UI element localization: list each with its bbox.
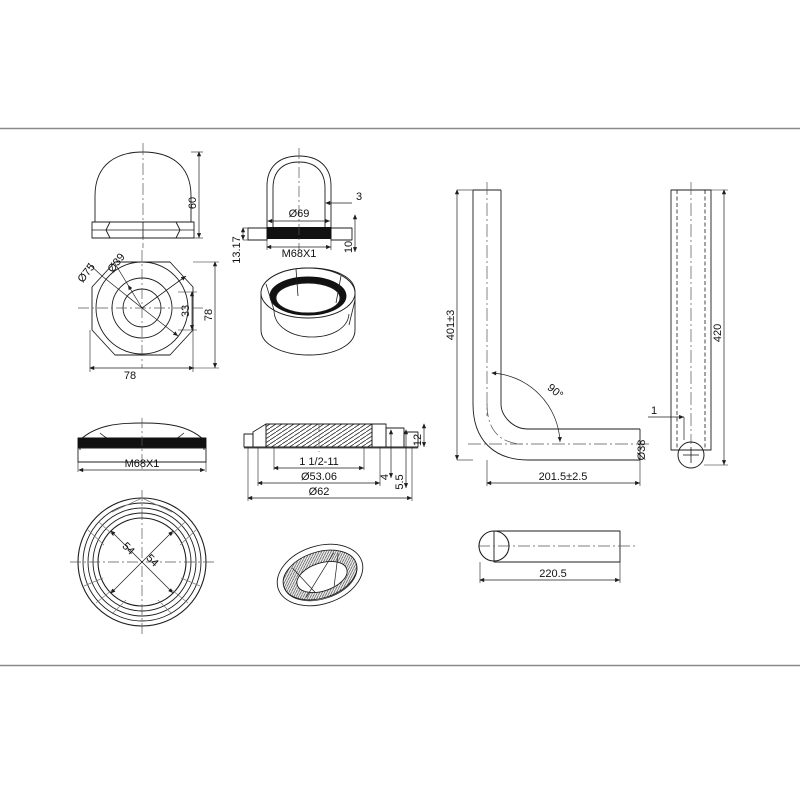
dim-label-len401: 401±3 xyxy=(445,310,457,341)
view-cap-gasket-front: M68X1 xyxy=(77,418,207,473)
view-hex-nut-iso xyxy=(260,267,356,356)
view-elbow-pipe: 90° 401±3 201.5±2.5 Ø38 xyxy=(445,182,652,486)
view-cap-section: Ø69 3 M68X1 13.17 10 xyxy=(231,148,362,264)
dim-label-d5306: Ø53.06 xyxy=(301,471,337,483)
dim-label-w3: 3 xyxy=(356,191,362,203)
dim-label-v33: 33 xyxy=(180,305,192,317)
dim-label-1317: 13.17 xyxy=(231,236,243,264)
dim-label-d62: Ø62 xyxy=(309,486,330,498)
dim-label-len2015: 201.5±2.5 xyxy=(539,471,588,483)
dim-label-d69: Ø69 xyxy=(289,208,310,220)
dim-label-v12: 12 xyxy=(412,434,424,446)
dim-label-h78: 78 xyxy=(124,370,136,382)
dim-label-v78: 78 xyxy=(203,309,215,321)
dim-label-m68x1-top: M68X1 xyxy=(282,248,317,260)
dim-label-len420: 420 xyxy=(712,324,724,342)
dim-label-h60: 60 xyxy=(187,197,199,209)
view-short-pipe: 220.5 xyxy=(478,530,636,583)
view-gasket-ring-iso xyxy=(276,543,364,607)
view-straight-pipe: 420 1 xyxy=(648,182,728,469)
dim-label-v55: 5.5 xyxy=(394,474,406,489)
dim-label-wall1: 1 xyxy=(651,405,657,417)
dim-label-thread-spec: 1 1/2-11 xyxy=(299,456,339,468)
dim-label-v4: 4 xyxy=(379,474,391,480)
dim-label-d38: Ø38 xyxy=(636,440,648,461)
view-hex-cap-nut-front: 60 xyxy=(91,143,203,248)
view-threaded-nipple: 1 1/2-11 Ø53.06 Ø62 12 4 5.5 xyxy=(243,423,427,501)
dim-label-len2205: 220.5 xyxy=(539,568,567,580)
dim-label-h10: 10 xyxy=(343,241,355,253)
dim-label-m68x1-mid: M68X1 xyxy=(125,458,160,470)
